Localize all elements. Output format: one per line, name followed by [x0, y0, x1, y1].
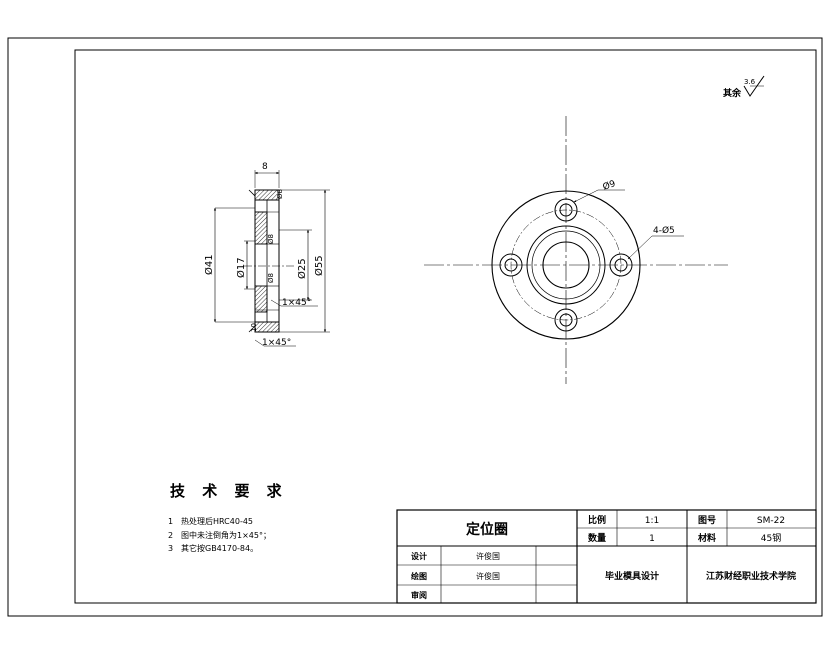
dim-center-mark: Ø8	[267, 273, 275, 283]
dim-inner-17: Ø17	[235, 257, 247, 278]
dim-flange: 10	[250, 323, 258, 332]
dim-holes: 4-Ø5	[653, 225, 675, 236]
outer-flange-circle	[491, 190, 641, 340]
surface-mark-value: 3.6	[744, 78, 756, 86]
qty-label: 数量	[588, 532, 606, 544]
review-label: 审阅	[411, 590, 427, 600]
dim-outer-41: Ø41	[203, 254, 215, 275]
requirement-3-text: 其它按GB4170-84。	[181, 543, 258, 553]
drawing-no-label: 图号	[698, 515, 716, 526]
scale-label: 比例	[588, 514, 606, 526]
title-block	[396, 509, 817, 604]
dim-bore-25: Ø25	[296, 258, 308, 279]
drawing-no-value: SM-22	[757, 516, 785, 526]
roughness-symbol-icon	[743, 75, 765, 97]
dim-hole-small: Ø8	[276, 189, 284, 199]
dim-outer-55: Ø55	[313, 255, 325, 276]
draw-value: 许俊国	[476, 571, 500, 581]
dim-counterbore: Ø9	[601, 178, 617, 193]
requirements-heading: 技 术 要 求	[170, 482, 288, 500]
material-value: 45钢	[761, 532, 781, 544]
project-name: 毕业模具设计	[605, 570, 659, 582]
scale-value: 1:1	[645, 516, 659, 526]
design-label: 设计	[411, 551, 427, 561]
front-view	[424, 116, 728, 384]
design-value: 许俊国	[476, 551, 500, 561]
surface-roughness-mark: 其余 3.6	[723, 75, 765, 99]
material-label: 材料	[697, 532, 716, 544]
requirement-2-text: 图中未注倒角为1×45°；	[181, 530, 271, 540]
requirement-1-num: 1	[168, 517, 173, 526]
outer-frame	[7, 37, 823, 617]
section-view	[213, 170, 330, 347]
requirement-3-num: 3	[168, 544, 173, 553]
draw-label: 绘图	[411, 571, 427, 581]
chamfer-lower: 1×45°	[262, 338, 291, 348]
requirement-2-num: 2	[168, 531, 173, 540]
school-name: 江苏财经职业技术学院	[706, 570, 796, 582]
part-name: 定位圈	[466, 521, 508, 538]
technical-requirements: 技 术 要 求 1 热处理后HRC40-45 2 图中未注倒角为1×45°； 3…	[168, 482, 288, 553]
chamfer-upper: 1×45°	[282, 298, 311, 308]
dim-width: 8	[262, 162, 268, 172]
requirement-1-text: 热处理后HRC40-45	[181, 516, 253, 526]
qty-value: 1	[649, 534, 655, 544]
dim-bore-step: Ø8	[267, 234, 275, 244]
surface-mark-prefix: 其余	[723, 87, 742, 99]
